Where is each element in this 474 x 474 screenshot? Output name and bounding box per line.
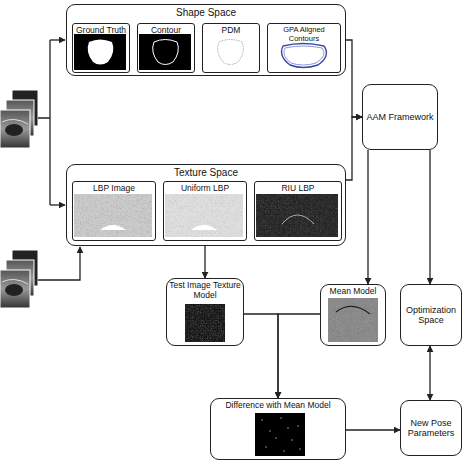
flow-arrow: [244, 314, 278, 398]
node-label: Contour: [138, 26, 194, 36]
flow-arrow: [278, 314, 320, 398]
flow-arrow: [346, 117, 362, 180]
node-label: New Pose Parameters: [404, 418, 458, 439]
flow-arrow: [429, 150, 430, 284]
image-box: Contour: [137, 23, 195, 73]
text-holder: PDM: [203, 26, 259, 36]
node-label: LBP Image: [73, 184, 155, 194]
node-label: Ground Truth: [73, 26, 129, 36]
text-holder: AAM Framework: [363, 85, 437, 149]
contour-image: [139, 34, 191, 70]
node-label: Texture Space: [67, 167, 345, 179]
image-box: LBP Image: [72, 181, 156, 241]
process-box: Mean Model: [320, 284, 386, 346]
text-holder: LBP Image: [73, 184, 155, 194]
text-holder: New Pose Parameters: [401, 401, 461, 455]
test-texture-image: [185, 304, 225, 342]
image-box: Uniform LBP: [163, 181, 247, 241]
difference-image: [255, 413, 305, 456]
image-box: PDM: [202, 23, 260, 73]
text-holder: GPA Aligned Contours: [268, 26, 340, 43]
text-holder: Uniform LBP: [164, 184, 246, 194]
process-box: Optimization Space: [400, 284, 462, 346]
mean-model-image: [328, 298, 378, 342]
group-box: Texture SpaceLBP Image Uniform LBP RIU LBP: [66, 164, 346, 246]
process-box: AAM Framework: [362, 84, 438, 150]
process-box: Test Image Texture Model: [166, 278, 244, 346]
text-holder: Shape Space: [67, 7, 345, 19]
image-box: Ground Truth: [72, 23, 130, 73]
text-holder: Optimization Space: [401, 285, 461, 345]
text-holder: Difference with Mean Model: [211, 401, 345, 411]
node-label: Difference with Mean Model: [211, 401, 345, 411]
pdm-image: [204, 34, 256, 70]
uniform-lbp-image: [165, 194, 243, 237]
node-label: AAM Framework: [366, 112, 433, 122]
node-label: Mean Model: [321, 287, 385, 297]
flow-arrow: [204, 246, 205, 278]
text-holder: Texture Space: [67, 167, 345, 179]
image-box: RIU LBP: [254, 181, 342, 241]
flow-arrow: [367, 150, 368, 284]
ground-truth-image: [74, 34, 126, 70]
flow-arrow: [429, 346, 430, 400]
gpa-contours-image: [270, 42, 336, 70]
node-label: Shape Space: [67, 7, 345, 19]
image-box: GPA Aligned Contours: [267, 23, 341, 73]
flow-arrow: [346, 40, 362, 117]
flow-arrow: [346, 429, 400, 430]
text-holder: Contour: [138, 26, 194, 36]
node-label: RIU LBP: [255, 184, 341, 194]
node-label: GPA Aligned Contours: [268, 26, 340, 43]
input-wire: [38, 40, 80, 280]
node-label: PDM: [203, 26, 259, 36]
group-box: Shape SpaceGround Truth Contour PDM GPA Ali…: [66, 4, 346, 76]
text-holder: Test Image Texture Model: [167, 281, 243, 301]
text-holder: RIU LBP: [255, 184, 341, 194]
node-label: Uniform LBP: [164, 184, 246, 194]
riu-lbp-image: [256, 194, 338, 237]
text-holder: Mean Model: [321, 287, 385, 297]
text-holder: Ground Truth: [73, 26, 129, 36]
image-stack: [0, 90, 38, 148]
process-box: Difference with Mean Model: [210, 398, 346, 460]
image-stack: [0, 250, 38, 308]
process-box: New Pose Parameters: [400, 400, 462, 456]
node-label: Optimization Space: [404, 305, 458, 326]
lbp-image: [74, 194, 152, 237]
node-label: Test Image Texture Model: [167, 281, 243, 301]
